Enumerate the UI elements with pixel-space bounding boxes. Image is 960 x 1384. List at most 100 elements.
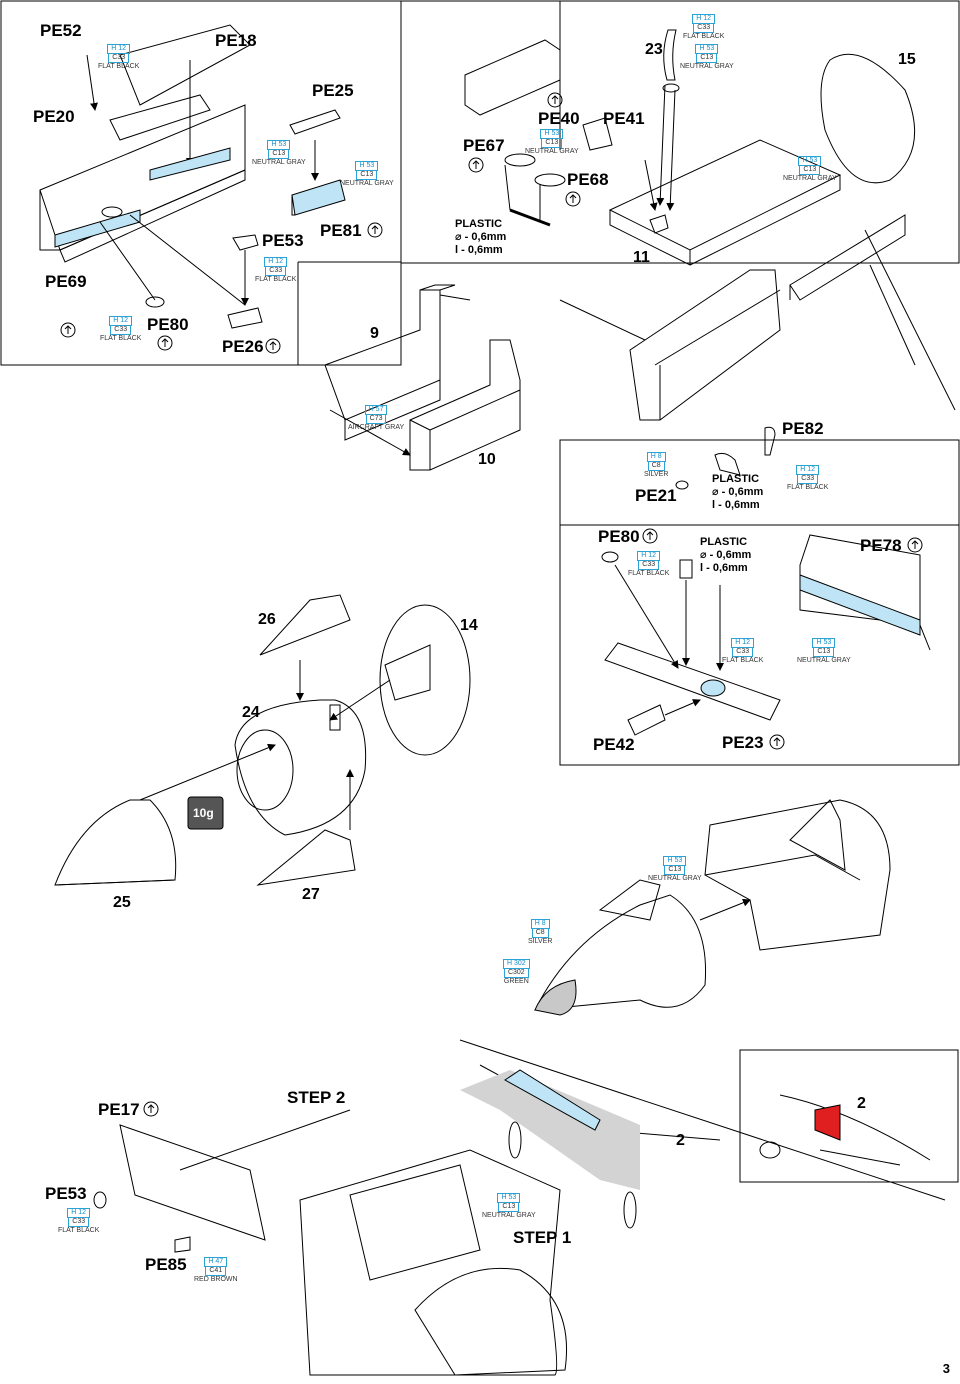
part-label: PE42 [593,735,635,754]
panel-floor-frame [400,0,960,264]
part-label: PE80 [147,315,189,334]
pe25-part [289,109,341,135]
weight-label: 10g [193,806,214,820]
seat-back-wall [324,289,441,421]
part-label: PE20 [33,107,75,126]
pe80-part [145,296,165,308]
panel-rudder-frame [559,439,960,766]
panel-detail-frame [739,1049,959,1183]
pe67-part [504,153,536,167]
step-number: 9 [370,325,379,342]
bend-arrow-icon [547,92,563,108]
fuselage-cylinder-24 [234,699,367,836]
fuselage-assembled [704,799,891,951]
nose-final [414,1267,568,1376]
bend-arrow-icon [907,537,923,553]
step-label: STEP 1 [513,1228,572,1247]
part-label: PE18 [215,31,257,50]
part-label: PE17 [98,1100,140,1119]
part-label: PE81 [320,221,362,240]
bend-arrow-icon [157,335,173,351]
part-label: PE53 [45,1184,87,1203]
part-label: PE41 [603,109,645,128]
pe20-panel [109,94,211,141]
bend-arrow-icon [565,191,581,207]
part-label: PE40 [538,109,580,128]
step-number: 26 [258,611,276,628]
pe53-lever [93,1191,107,1209]
part-label: PE52 [40,21,82,40]
bend-arrow-icon [60,322,76,338]
pe18-instrument-panel [119,24,251,106]
bend-arrow-icon [468,157,484,173]
cockpit-final [299,1149,561,1376]
step-number: 2 [857,1095,866,1112]
seat-tub-block [629,269,781,421]
pe21-part [675,480,689,490]
plastic-note: PLASTIC ⌀ - 0,6mm l - 0,6mm [455,218,507,256]
part-label: PE80 [598,527,640,546]
part-label: PE69 [45,272,87,291]
part-label: PE26 [222,337,264,356]
step-number: 10 [478,451,496,468]
step-number: 15 [898,51,916,68]
nose-cone-25 [54,799,177,886]
plastic-pin [679,559,693,579]
plastic-note: PLASTIC ⌀ - 0,6mm l - 0,6mm [700,536,752,574]
weight-icon [187,796,224,830]
part-label: PE25 [312,81,354,100]
pe42-part [627,704,666,736]
pe26-part [227,307,263,329]
step-number: 24 [242,704,260,721]
pe82-part [764,426,776,456]
wing-edge [459,1039,946,1201]
pe80-knob [601,551,619,563]
bend-arrow-icon [143,1101,159,1117]
step-number: 23 [645,41,663,58]
bulkhead-14 [379,604,471,756]
engine-nacelle [534,894,707,1011]
plastic-note: PLASTIC ⌀ - 0,6mm l - 0,6mm [712,473,764,511]
bend-arrow-icon [769,734,785,750]
part-label: PE78 [860,536,902,555]
rudder-bar [604,642,781,721]
pe17-panel [119,1124,266,1241]
part-label: PE82 [782,419,824,438]
side-fairing [789,214,906,301]
part-label: PE21 [635,486,677,505]
bend-arrow-icon [265,338,281,354]
bend-arrow-icon [367,222,383,238]
bend-arrow-icon [642,528,658,544]
part-label: PE67 [463,136,505,155]
detail-screw-icon [759,1141,781,1159]
step-number: 11 [633,249,650,266]
pe68-part [534,173,566,187]
step-label: STEP 2 [287,1088,346,1107]
step-number: 14 [460,617,478,634]
plastic-rod [509,208,551,227]
step-number: 2 [676,1132,685,1149]
pe41-part [582,117,613,151]
part-label: PE23 [722,733,764,752]
plastic-cylinder [714,452,741,476]
control-stick [663,29,677,81]
